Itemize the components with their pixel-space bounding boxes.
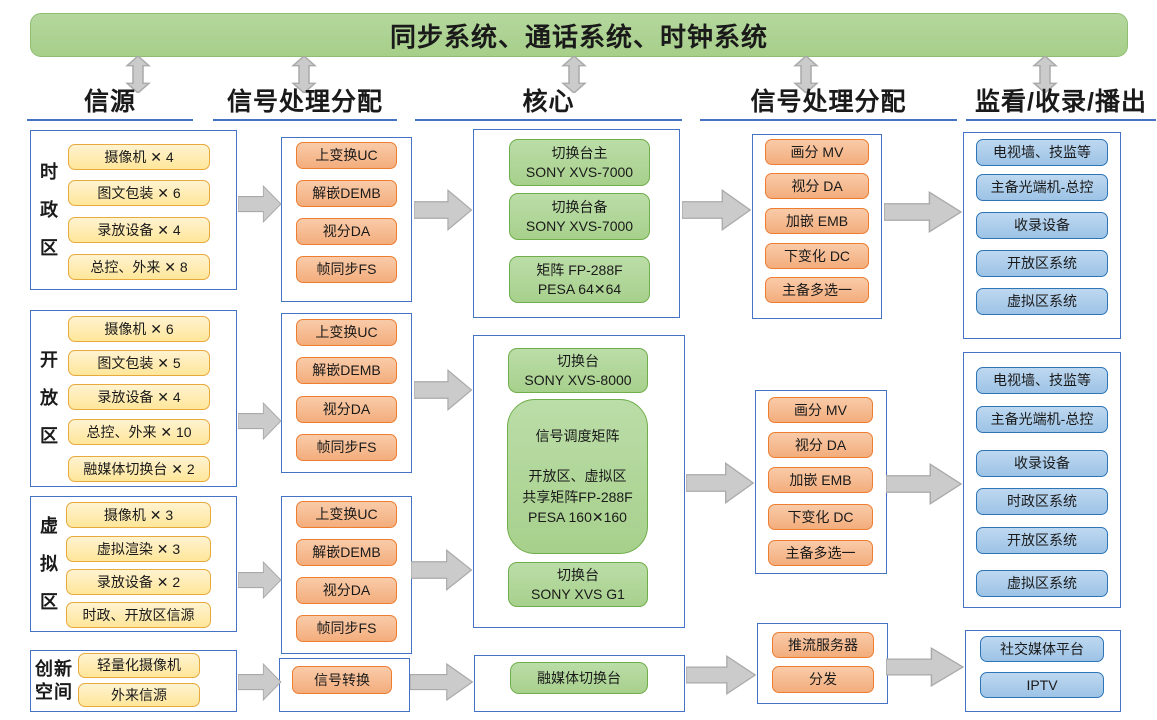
processing-box: 上变换UC [296,142,397,169]
double-arrow-icon [561,56,587,93]
core-matrix-box: 信号调度矩阵 开放区、虚拟区 共享矩阵FP-288F PESA 160✕160 [507,399,648,554]
output-box: 电视墙、技监等 [976,139,1108,166]
double-arrow-icon [125,56,151,93]
core-box: 切换台 SONY XVS-8000 [508,348,648,393]
source-box: 图文包装 ✕ 6 [68,180,210,206]
source-box: 融媒体切换台 ✕ 2 [68,456,210,482]
flow-arrow-icon [410,662,474,702]
distribution-box: 加嵌 EMB [768,467,873,493]
flow-arrow-icon [411,549,473,591]
source-box: 时政、开放区信源 [66,602,211,628]
source-box: 录放设备 ✕ 2 [66,569,211,595]
flow-arrow-icon [686,462,755,504]
flow-arrow-icon [238,662,282,702]
core-box: 矩阵 FP-288F PESA 64✕64 [509,256,650,303]
source-box: 摄像机 ✕ 4 [68,144,210,170]
output-box: 收录设备 [976,212,1108,239]
flow-arrow-icon [682,189,752,231]
output-box: IPTV [980,672,1104,698]
core-box: 切换台备 SONY XVS-7000 [509,193,650,240]
source-box: 总控、外来 ✕ 8 [68,254,210,280]
processing-box: 上变换UC [296,501,397,528]
distribution-box: 主备多选一 [765,277,869,303]
source-box: 摄像机 ✕ 6 [68,316,210,342]
flow-arrow-icon [686,654,757,696]
distribution-box: 画分 MV [765,139,869,165]
flow-arrow-icon [414,189,473,231]
output-box: 电视墙、技监等 [976,367,1108,394]
distribution-box: 推流服务器 [772,632,874,658]
flow-arrow-icon [886,463,963,505]
double-arrow-icon [291,56,317,93]
processing-box: 视分DA [296,218,397,245]
column-header-proc-right: 信号处理分配 [700,86,957,121]
panel-shared-outputs [963,352,1121,608]
distribution-box: 视分 DA [768,432,873,458]
double-arrow-icon [1032,56,1058,93]
flow-arrow-icon [886,646,965,688]
output-box: 开放区系统 [976,250,1108,277]
output-box: 虚拟区系统 [976,570,1108,597]
zone-label-sz: 时 政 区 [40,162,58,258]
zone-label-cx: 创新 空间 [35,659,73,702]
processing-box: 帧同步FS [296,615,397,642]
core-box: 融媒体切换台 [510,662,648,694]
column-header-monitor: 监看/收录/播出 [966,86,1156,121]
double-arrow-icon [793,56,819,93]
source-box: 轻量化摄像机 [78,653,200,678]
source-box: 录放设备 ✕ 4 [68,384,210,410]
flow-arrow-icon [238,560,282,600]
source-box: 外来信源 [78,683,200,707]
flow-arrow-icon [238,401,282,441]
distribution-box: 加嵌 EMB [765,208,869,234]
output-box: 收录设备 [976,450,1108,477]
processing-box: 帧同步FS [296,434,397,461]
processing-box: 视分DA [296,396,397,423]
zone-label-xn: 虚 拟 区 [40,516,58,612]
output-box: 社交媒体平台 [980,636,1104,662]
core-box: 切换台 SONY XVS G1 [508,562,648,607]
source-box: 虚拟渲染 ✕ 3 [66,536,211,562]
source-box: 图文包装 ✕ 5 [68,350,210,376]
distribution-box: 画分 MV [768,397,873,423]
output-box: 开放区系统 [976,527,1108,554]
column-header-core: 核心 [415,86,682,121]
zone-label-kf: 开 放 区 [40,350,58,446]
source-box: 录放设备 ✕ 4 [68,217,210,243]
flow-arrow-icon [238,184,282,224]
processing-box: 帧同步FS [296,256,397,283]
output-box: 时政区系统 [976,488,1108,515]
output-box: 主备光端机-总控 [976,174,1108,201]
distribution-box: 分发 [772,666,874,693]
flow-arrow-icon [884,191,963,233]
distribution-box: 视分 DA [765,173,869,199]
distribution-box: 主备多选一 [768,540,873,566]
output-box: 虚拟区系统 [976,288,1108,315]
column-header-proc-left: 信号处理分配 [213,86,397,121]
processing-box: 视分DA [296,577,397,604]
processing-box: 解嵌DEMB [296,180,397,207]
distribution-box: 下变化 DC [765,243,869,269]
processing-box: 解嵌DEMB [296,357,397,384]
distribution-box: 下变化 DC [768,504,873,530]
source-box: 总控、外来 ✕ 10 [68,419,210,445]
column-header-source: 信源 [27,86,193,121]
processing-box: 信号转换 [292,666,392,694]
processing-box: 上变换UC [296,319,397,346]
core-box: 切换台主 SONY XVS-7000 [509,139,650,186]
flow-arrow-icon [414,369,473,411]
output-box: 主备光端机-总控 [976,406,1108,433]
sync-systems-banner: 同步系统、通话系统、时钟系统 [30,13,1128,57]
processing-box: 解嵌DEMB [296,539,397,566]
source-box: 摄像机 ✕ 3 [66,502,211,528]
